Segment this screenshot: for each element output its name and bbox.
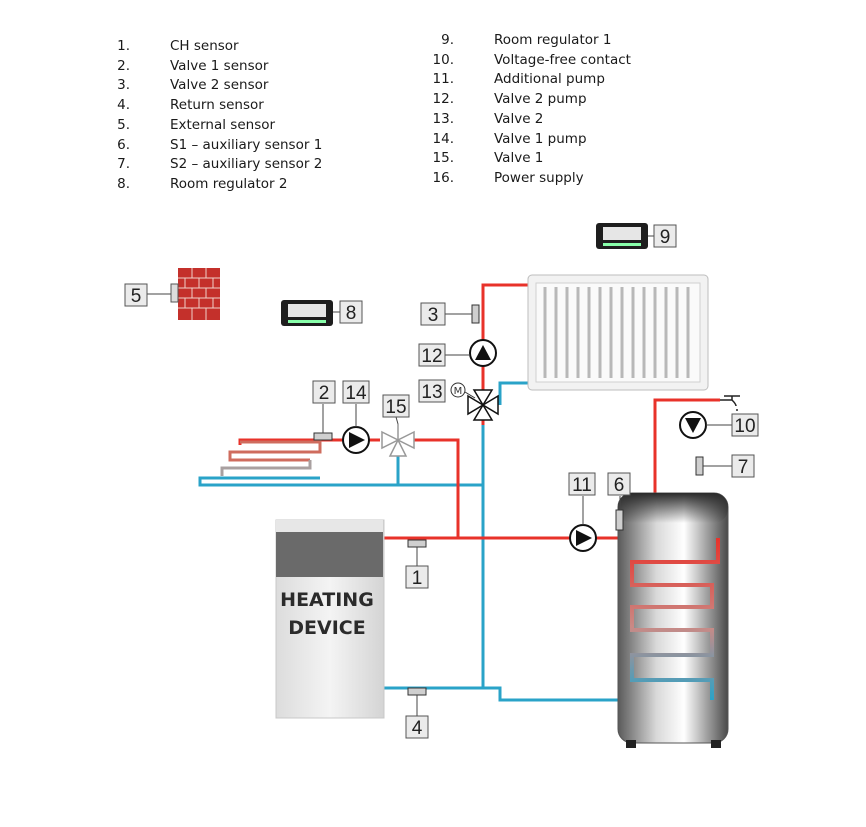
- legend-item: 11.Additional pump: [432, 71, 605, 88]
- legend-item: 4.Return sensor: [117, 97, 264, 114]
- radiator: [527, 274, 709, 391]
- sensor-valve2: [471, 304, 480, 324]
- legend-item: 2.Valve 1 sensor: [117, 57, 269, 74]
- tag-5: 5: [131, 286, 142, 307]
- legend-item: 14.Valve 1 pump: [432, 130, 587, 147]
- room-regulator-1: [596, 223, 648, 249]
- brick-wall: [170, 268, 220, 320]
- valve-1: [381, 424, 415, 457]
- room-regulator-2: [281, 300, 333, 326]
- sensor-s1: [615, 509, 624, 531]
- device-label-line2: DEVICE: [288, 617, 365, 639]
- valve-2: [467, 389, 499, 421]
- return-pipe-floor: [198, 476, 483, 487]
- legend-item: 8.Room regulator 2: [117, 175, 288, 192]
- supply-pipe-radiator: [481, 283, 530, 425]
- tag-14: 14: [345, 383, 367, 404]
- legend-item: 16.Power supply: [432, 169, 584, 186]
- legend-item: 3.Valve 2 sensor: [117, 77, 269, 94]
- floor-heating-coil: [220, 440, 322, 476]
- sensor-return: [407, 687, 427, 696]
- tag-1: 1: [412, 568, 423, 589]
- number-tag-labels: 5 8 9 3 12 13 2 14 15 1 4 11 6 7 10: [131, 227, 756, 739]
- pump-valve1: [342, 426, 370, 454]
- tag-11: 11: [572, 475, 592, 496]
- hot-water-tank: [617, 492, 729, 748]
- supply-pipe-dhw: [653, 398, 720, 495]
- legend-item: 13.Valve 2: [432, 110, 544, 127]
- tag-2: 2: [319, 383, 330, 404]
- legend-item: 10.Voltage-free contact: [432, 51, 631, 68]
- tag-6: 6: [614, 475, 625, 496]
- tag-8: 8: [346, 303, 357, 324]
- tag-3: 3: [428, 305, 439, 326]
- legend-item: 9.Room regulator 1: [441, 32, 612, 48]
- legend-right: 9.Room regulator 1 10.Voltage-free conta…: [414, 31, 631, 189]
- tag-9: 9: [660, 227, 671, 248]
- leader-lines: [147, 235, 732, 716]
- legend-item: 5.External sensor: [117, 116, 276, 133]
- supply-pipe-valve1: [412, 438, 460, 538]
- legend-item: 15.Valve 1: [432, 150, 544, 167]
- pump-voltage-free: [679, 411, 707, 439]
- legend-item: 1.CH sensor: [117, 38, 239, 54]
- pump-valve2: [469, 339, 497, 367]
- legend-item: 6.S1 – auxiliary sensor 1: [117, 136, 323, 153]
- tag-13: 13: [421, 382, 442, 403]
- legend-item: 7.S2 – auxiliary sensor 2: [117, 156, 323, 173]
- tag-15: 15: [385, 397, 406, 418]
- tag-4: 4: [412, 718, 423, 739]
- tag-10: 10: [734, 416, 755, 437]
- pump-additional: [569, 524, 597, 552]
- tag-12: 12: [421, 346, 442, 367]
- sensor-s2: [695, 456, 704, 476]
- device-label-line1: HEATING: [280, 589, 374, 611]
- sensor-valve1: [313, 432, 333, 441]
- tag-7: 7: [738, 457, 749, 478]
- return-pipe-radiator: [498, 381, 530, 405]
- legend-item: 12.Valve 2 pump: [432, 91, 587, 108]
- motor-letter: M: [454, 386, 463, 397]
- heating-device: HEATING DEVICE: [275, 519, 385, 719]
- sensors: [313, 304, 704, 696]
- number-tags: [124, 224, 759, 739]
- sensor-ch: [407, 539, 427, 548]
- legend-left: 1.CH sensor 2.Valve 1 sensor 3.Valve 2 s…: [90, 37, 322, 195]
- valve-2-motor: M: [450, 382, 476, 399]
- tap-icon: [720, 395, 740, 411]
